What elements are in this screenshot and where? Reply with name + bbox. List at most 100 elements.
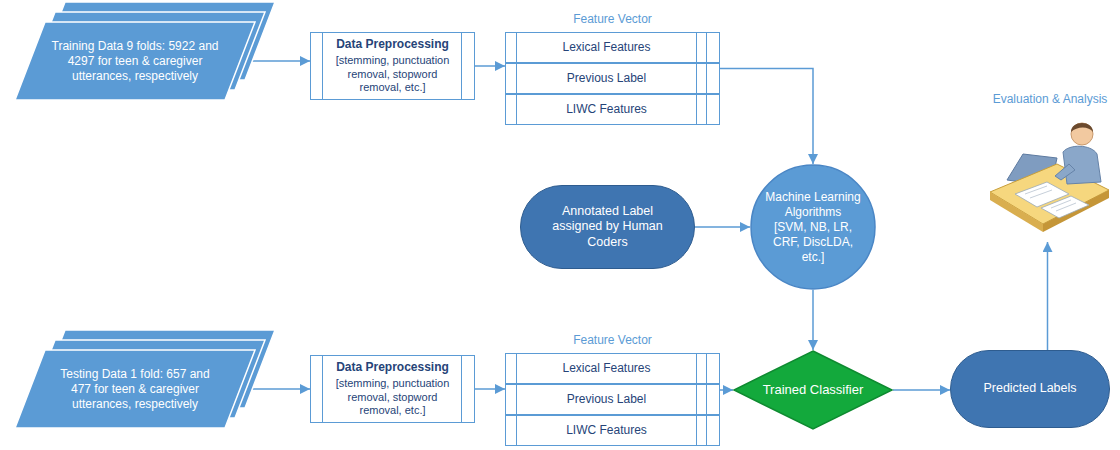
node-label: Predicted Labels — [983, 381, 1076, 397]
text-group: Trained Classifier — [763, 382, 864, 398]
person-hair — [1071, 123, 1093, 132]
feature-row: Previous Label — [505, 63, 720, 94]
terminal-box: Predicted Labels — [950, 350, 1110, 428]
data-parallelogram: Training Data 9 folds: 5922 and 4297 for… — [15, 22, 255, 100]
process-bar — [706, 416, 707, 445]
feature-vector-title: Feature Vector — [505, 333, 720, 348]
text-area: Annotated Label assigned by Human Coders — [521, 186, 694, 268]
text-group: Annotated Label assigned by Human Coders — [537, 204, 678, 251]
text-area: Predicted Labels — [951, 351, 1109, 427]
process-bar — [516, 354, 517, 383]
algorithm-circle: Machine Learning Algorithms[SVM, NB, LR,… — [750, 164, 876, 290]
node-label: [SVM, NB, LR, CRF, DiscLDA, etc.] — [762, 220, 864, 265]
feature-row: Previous Label — [505, 384, 720, 415]
node-label: Previous Label — [567, 392, 646, 407]
paper-line — [1056, 203, 1076, 211]
decision-diamond-outline — [734, 351, 892, 429]
text-group: Predicted Labels — [983, 381, 1076, 397]
terminal-box: Annotated Label assigned by Human Coders — [520, 185, 695, 269]
text-group: Previous Label — [567, 392, 646, 407]
feature-row: LIWC Features — [505, 94, 720, 125]
feature-vector-box: Feature VectorLexical FeaturesPrevious L… — [505, 333, 720, 446]
process-bar — [696, 416, 697, 445]
text-area: LIWC Features — [506, 416, 719, 445]
text-group: Testing Data 1 fold: 657 and 477 for tee… — [49, 367, 221, 412]
flow-arrow — [475, 65, 505, 67]
text-area: Data Preprocessing [stemming, punctuation… — [311, 356, 474, 422]
text-area: Trained Classifier — [733, 350, 893, 430]
process-bar — [696, 95, 697, 124]
node-label: Previous Label — [567, 71, 646, 86]
decision-diamond: Trained Classifier — [733, 350, 893, 430]
node-label: Trained Classifier — [763, 382, 864, 398]
paper-line — [1030, 190, 1052, 198]
text-area: Testing Data 1 fold: 657 and 477 for tee… — [15, 350, 255, 428]
node-heading: Machine Learning Algorithms — [762, 190, 864, 220]
process-bar — [706, 33, 707, 62]
feature-row: Lexical Features — [505, 353, 720, 384]
text-area: Previous Label — [506, 385, 719, 414]
text-group: LIWC Features — [566, 102, 647, 117]
process-bar — [516, 33, 517, 62]
feature-vector-box: Feature VectorLexical FeaturesPrevious L… — [505, 12, 720, 125]
flow-arrow — [893, 389, 950, 391]
process-bar — [706, 95, 707, 124]
node-label: [stemming, punctuation removal, stopword… — [329, 377, 456, 418]
process-box: Data Preprocessing[stemming, punctuation… — [310, 32, 475, 100]
process-bar — [696, 33, 697, 62]
data-parallelogram: Testing Data 1 fold: 657 and 477 for tee… — [15, 350, 255, 428]
algorithm-circle-outline — [751, 165, 875, 289]
flow-arrow — [695, 226, 750, 228]
node-heading: Data Preprocessing — [329, 37, 456, 52]
evaluation-title: Evaluation & Analysis — [985, 92, 1115, 107]
process-bar — [322, 33, 323, 99]
node-label: Training Data 9 folds: 5922 and 4297 for… — [49, 39, 221, 84]
process-bar — [516, 385, 517, 414]
process-bar — [706, 354, 707, 383]
flow-arrow — [1047, 242, 1049, 350]
process-bar — [696, 354, 697, 383]
node-heading: Data Preprocessing — [329, 360, 456, 375]
process-bar — [516, 95, 517, 124]
text-group: Previous Label — [567, 71, 646, 86]
node-label: Annotated Label assigned by Human Coders — [537, 204, 678, 251]
text-area: Previous Label — [506, 64, 719, 93]
feature-vector-title: Feature Vector — [505, 12, 720, 27]
process-bar — [696, 385, 697, 414]
person-head — [1071, 123, 1093, 145]
text-area: Training Data 9 folds: 5922 and 4297 for… — [15, 22, 255, 100]
process-bar — [706, 385, 707, 414]
feature-row: LIWC Features — [505, 415, 720, 446]
text-area: Data Preprocessing[stemming, punctuation… — [311, 33, 474, 99]
paper-line — [1051, 200, 1071, 208]
text-group: Data Preprocessing[stemming, punctuation… — [329, 37, 456, 95]
text-group: Machine Learning Algorithms[SVM, NB, LR,… — [762, 190, 864, 265]
process-box: Data Preprocessing [stemming, punctuation… — [310, 355, 475, 423]
text-group: Training Data 9 folds: 5922 and 4297 for… — [49, 39, 221, 84]
feature-row: Lexical Features — [505, 32, 720, 63]
process-bar — [696, 64, 697, 93]
data-parallelogram-layer — [15, 22, 255, 100]
text-area: LIWC Features — [506, 95, 719, 124]
node-label: Testing Data 1 fold: 657 and 477 for tee… — [49, 367, 221, 412]
text-area: Lexical Features — [506, 33, 719, 62]
process-bar — [706, 64, 707, 93]
flow-arrow — [720, 389, 733, 391]
node-label: Lexical Features — [562, 40, 650, 55]
process-bar — [461, 33, 462, 99]
text-area: Lexical Features — [506, 354, 719, 383]
node-label: Lexical Features — [562, 361, 650, 376]
text-group: Data Preprocessing [stemming, punctuation… — [329, 360, 456, 418]
evaluation-node: Evaluation & Analysis — [985, 92, 1115, 242]
process-bar — [516, 64, 517, 93]
node-label: LIWC Features — [566, 102, 647, 117]
person-arm — [1055, 164, 1075, 180]
text-group: Lexical Features — [562, 40, 650, 55]
process-bar — [516, 416, 517, 445]
process-bar — [322, 356, 323, 422]
text-group: LIWC Features — [566, 423, 647, 438]
paper-sheet — [1041, 196, 1089, 218]
text-area: Machine Learning Algorithms[SVM, NB, LR,… — [750, 164, 876, 290]
data-parallelogram-layer — [15, 350, 255, 428]
process-bar — [461, 356, 462, 422]
